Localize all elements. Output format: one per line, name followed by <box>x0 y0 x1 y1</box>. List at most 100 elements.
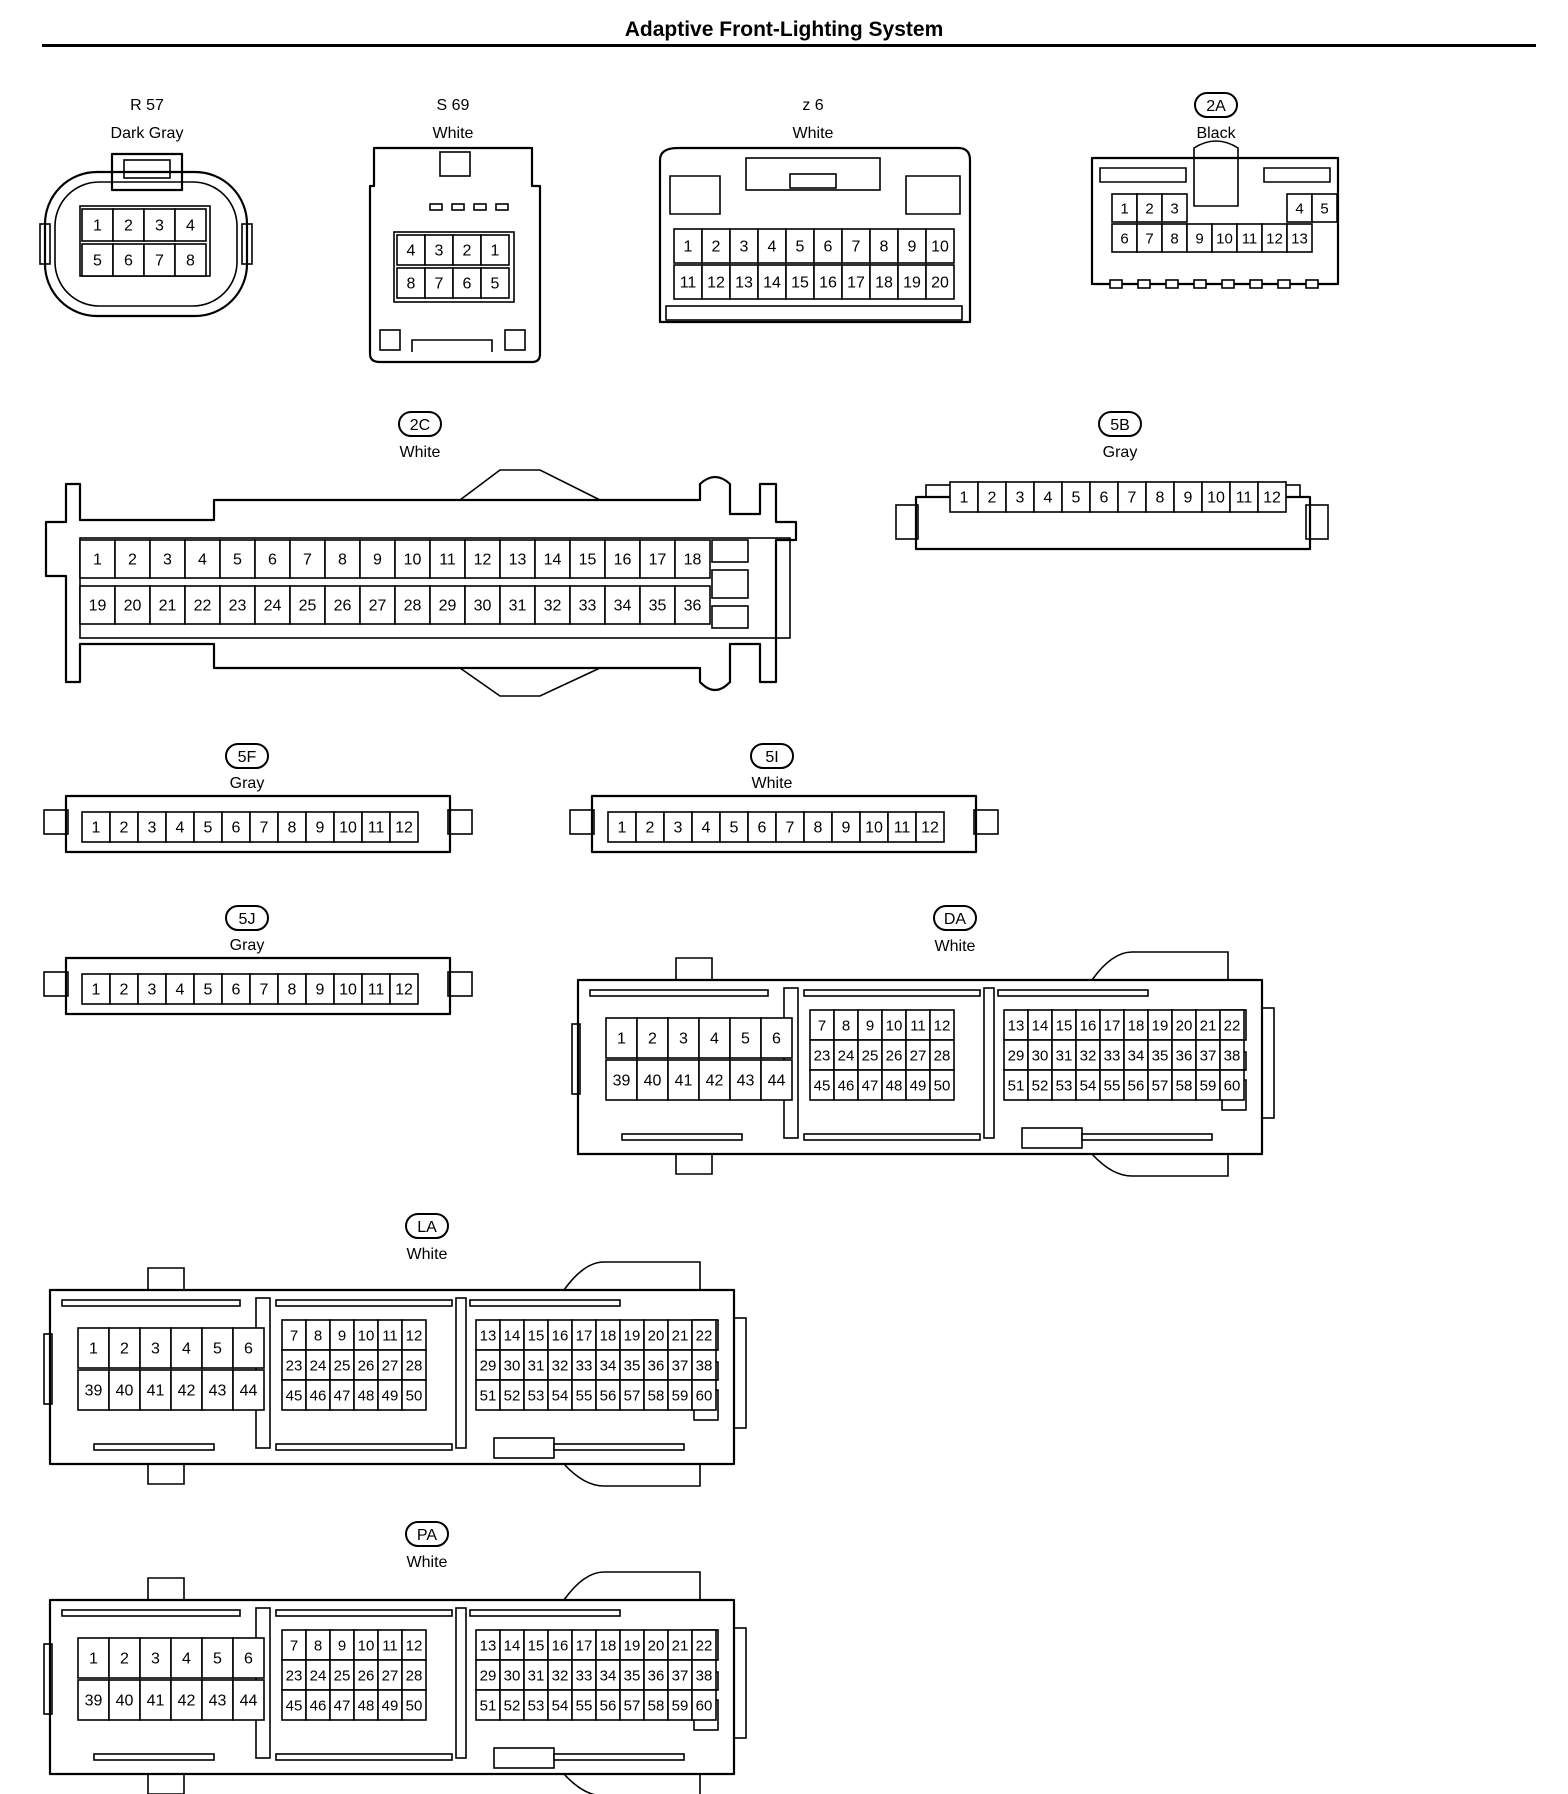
pin-cell <box>108 1679 141 1721</box>
pin-cell <box>464 585 501 625</box>
pin-number: 8 <box>288 982 297 999</box>
pin-number: 53 <box>1056 1078 1073 1095</box>
pin-number: 33 <box>576 1358 593 1375</box>
pin-number: 14 <box>544 552 562 569</box>
pin-cell <box>698 1017 731 1059</box>
pin-cell <box>232 1637 265 1679</box>
latch <box>1091 951 1229 981</box>
pin-cell <box>1186 223 1213 253</box>
pin-number: 58 <box>1176 1078 1193 1095</box>
connector-body <box>48 1288 736 1466</box>
pin-number: 10 <box>1207 490 1225 507</box>
pin-number: 1 <box>960 490 969 507</box>
pin-number: 24 <box>310 1668 327 1685</box>
pin-number: 24 <box>310 1358 327 1375</box>
pin-number: 4 <box>768 239 777 256</box>
title-rule <box>42 44 1536 47</box>
connector-body <box>1090 156 1340 286</box>
pin-number: 49 <box>382 1698 399 1715</box>
pin-number: 34 <box>1128 1048 1145 1065</box>
terminal-foot <box>1109 279 1123 289</box>
pin-number: 8 <box>288 820 297 837</box>
pin-number: 16 <box>614 552 632 569</box>
pin-cell <box>1051 1069 1077 1101</box>
pin-cell <box>905 1009 931 1041</box>
pin-cell <box>401 1689 427 1721</box>
pin-cell <box>480 234 510 266</box>
pin-cell <box>81 973 111 1005</box>
pin-number: 3 <box>151 1341 160 1358</box>
pin-number: 55 <box>576 1698 593 1715</box>
pin-cell <box>277 811 307 843</box>
pin-number: 56 <box>600 1698 617 1715</box>
connector-badge <box>225 743 269 769</box>
pin-number: 19 <box>624 1638 641 1655</box>
pin-cell <box>480 267 510 299</box>
pin-number: 36 <box>1176 1048 1193 1065</box>
pin-cell <box>595 1659 621 1691</box>
pin-number: 5 <box>204 820 213 837</box>
latch <box>563 1773 701 1794</box>
pin-number: 54 <box>1080 1078 1097 1095</box>
connector-body <box>43 170 249 318</box>
connector-color: White <box>433 125 474 142</box>
pin-number: 21 <box>159 598 177 615</box>
rail <box>553 1753 685 1761</box>
guide <box>1263 167 1331 183</box>
pin-cell <box>143 243 176 277</box>
pin-cell <box>857 1039 883 1071</box>
pin-cell <box>108 1369 141 1411</box>
connector-badge <box>405 1521 449 1547</box>
pin-number: 50 <box>406 1698 423 1715</box>
pin-number: 41 <box>147 1693 165 1710</box>
pin-number: 18 <box>600 1638 617 1655</box>
pin-number: 7 <box>786 820 795 837</box>
pin-cell <box>977 481 1007 513</box>
connector-color: White <box>935 938 976 955</box>
pin-number: 47 <box>334 1388 351 1405</box>
pin-number: 15 <box>579 552 597 569</box>
pin-number: 1 <box>93 552 102 569</box>
pin-cell <box>389 811 419 843</box>
connector-id: PA <box>417 1527 437 1544</box>
pin-number: 6 <box>1100 490 1109 507</box>
pin-cell <box>691 1629 717 1661</box>
pin-cell <box>396 267 426 299</box>
pin-number: 51 <box>1008 1078 1025 1095</box>
connector-id: 2A <box>1206 98 1226 115</box>
pin-cell <box>1173 481 1203 513</box>
pin-number: 1 <box>491 243 500 260</box>
connector-color: White <box>407 1246 448 1263</box>
pin-number: 2 <box>124 218 133 235</box>
pin-number: 12 <box>406 1328 423 1345</box>
pin-number: 10 <box>339 820 357 837</box>
pin-cell <box>475 1319 501 1351</box>
pin-number: 5 <box>491 276 500 293</box>
connector-badge <box>750 743 794 769</box>
pin-number: 56 <box>600 1388 617 1405</box>
pin-number: 25 <box>334 1358 351 1375</box>
pin-number: 56 <box>1128 1078 1145 1095</box>
pin-number: 3 <box>148 820 157 837</box>
pin-cell <box>184 539 221 579</box>
pin-cell <box>604 539 641 579</box>
pin-cell <box>201 1327 234 1369</box>
pin-number: 23 <box>286 1668 303 1685</box>
pin-number: 3 <box>148 982 157 999</box>
pin-number: 44 <box>768 1073 786 1090</box>
pin-cell <box>377 1629 403 1661</box>
pin-number: 29 <box>480 1358 497 1375</box>
pin-cell <box>1286 193 1313 223</box>
pin-cell <box>643 1379 669 1411</box>
pin-cell <box>281 1689 307 1721</box>
pin-cell <box>424 234 454 266</box>
pin-number: 26 <box>886 1048 903 1065</box>
pin-cell <box>499 1379 525 1411</box>
side-key <box>571 1023 581 1095</box>
pin-cell <box>1136 193 1163 223</box>
pin-number: 7 <box>155 253 164 270</box>
pin-number: 35 <box>624 1668 641 1685</box>
pin-cell <box>809 1009 835 1041</box>
pin-cell <box>698 1059 731 1101</box>
